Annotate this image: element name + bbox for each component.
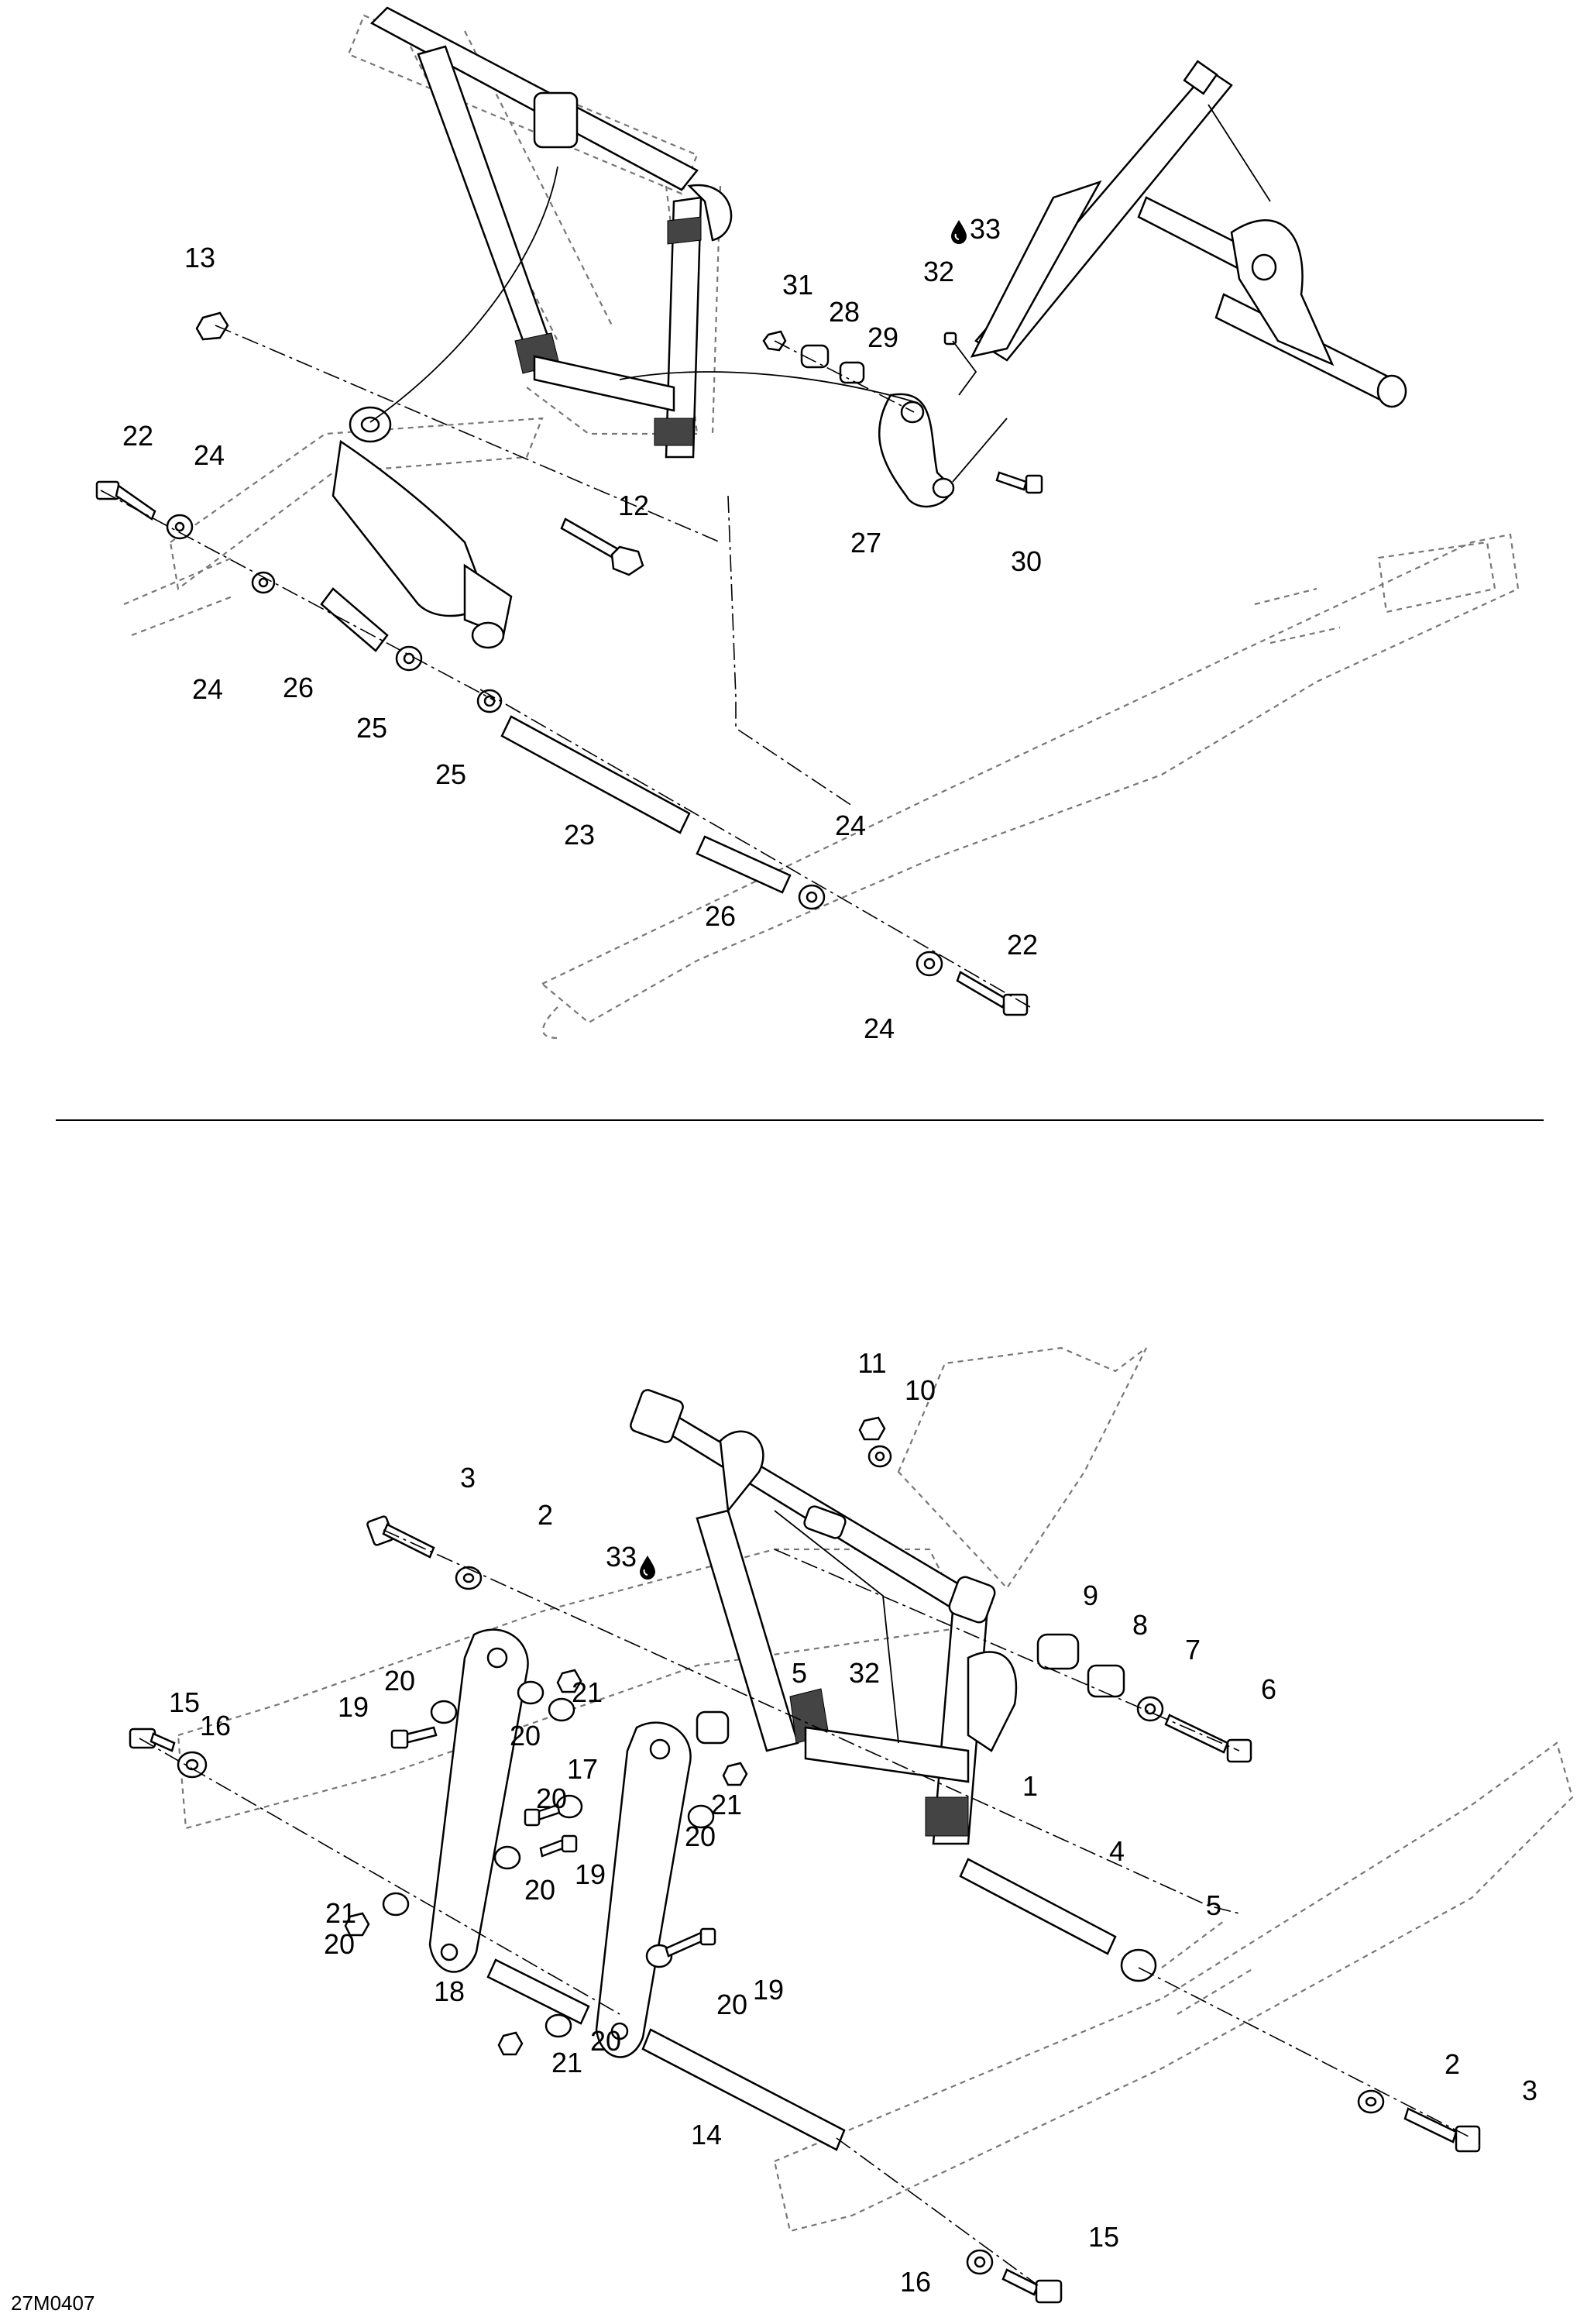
callout-5: 5 — [1206, 1889, 1221, 1921]
callout-26: 26 — [283, 672, 314, 703]
shock-absorber — [332, 406, 513, 649]
lower-ghost-frame — [177, 1346, 1574, 2233]
callout-20: 20 — [524, 1874, 555, 1906]
callout-20: 20 — [536, 1783, 567, 1814]
callout-19: 19 — [753, 1974, 784, 2006]
callout-10: 10 — [905, 1374, 936, 1406]
callout-17: 17 — [567, 1753, 598, 1785]
callout-21: 21 — [325, 1897, 356, 1929]
callout-15: 15 — [169, 1686, 200, 1718]
callout-23: 23 — [564, 819, 595, 851]
callout-29: 29 — [867, 321, 898, 353]
callout-25: 25 — [356, 712, 387, 744]
callout-21: 21 — [711, 1789, 742, 1820]
callout-3: 3 — [1522, 2075, 1537, 2106]
callout-20: 20 — [716, 1989, 747, 2020]
oil-drop-icon — [639, 1555, 656, 1580]
callout-20: 20 — [384, 1665, 415, 1697]
callout-26: 26 — [705, 900, 736, 932]
link-plates — [428, 1628, 692, 2058]
callout-7: 7 — [1185, 1634, 1201, 1666]
upper-hardware — [95, 311, 1043, 1016]
callout-33: 33 — [970, 213, 1001, 245]
callout-33: 33 — [606, 1541, 637, 1573]
upper-shock-cylinder — [970, 60, 1233, 362]
upper-assembly — [95, 6, 1520, 1040]
callout-13: 13 — [184, 242, 215, 273]
callout-21: 21 — [572, 1676, 603, 1708]
callout-31: 31 — [782, 269, 813, 301]
callout-18: 18 — [434, 1975, 465, 2007]
callout-16: 16 — [900, 2266, 931, 2298]
callout-27: 27 — [850, 527, 881, 559]
upper-center-lines — [100, 104, 1271, 1008]
callout-15: 15 — [1088, 2221, 1119, 2253]
rocker-arm — [878, 393, 955, 508]
callout-24: 24 — [192, 673, 223, 705]
lower-assembly — [129, 1346, 1574, 2304]
callout-25: 25 — [435, 758, 466, 790]
callout-5: 5 — [792, 1657, 807, 1689]
callout-20: 20 — [324, 1928, 355, 1960]
callout-12: 12 — [618, 490, 649, 521]
callout-24: 24 — [194, 439, 225, 471]
callout-9: 9 — [1083, 1580, 1098, 1611]
callout-3: 3 — [460, 1462, 476, 1494]
oil-drop-icon — [950, 219, 967, 245]
callout-20: 20 — [590, 2025, 621, 2057]
lower-suspension-frame — [630, 1389, 1018, 1845]
callout-11: 11 — [857, 1347, 886, 1379]
callout-4: 4 — [1109, 1835, 1125, 1867]
callout-30: 30 — [1011, 545, 1042, 577]
callout-16: 16 — [200, 1710, 231, 1741]
upper-suspension-frame — [369, 6, 733, 459]
plate-hardware — [344, 1669, 748, 2056]
lower-center-lines — [139, 1510, 1472, 2286]
callout-28: 28 — [829, 296, 860, 328]
callout-24: 24 — [864, 1012, 895, 1044]
callout-19: 19 — [575, 1858, 606, 1890]
callout-6: 6 — [1261, 1673, 1276, 1705]
callout-20: 20 — [685, 1820, 716, 1852]
callout-14: 14 — [691, 2119, 722, 2150]
callout-22: 22 — [122, 420, 153, 452]
upper-ghost-frame — [123, 14, 1520, 1040]
callout-32: 32 — [923, 256, 954, 287]
callout-20: 20 — [510, 1720, 541, 1752]
diagram-code: 27M0407 — [11, 2291, 94, 2315]
callout-8: 8 — [1132, 1609, 1148, 1641]
callout-22: 22 — [1007, 929, 1038, 961]
upper-bracket — [1137, 196, 1407, 408]
callout-19: 19 — [338, 1691, 369, 1723]
callout-21: 21 — [551, 2047, 582, 2078]
lower-hardware — [129, 1416, 1481, 2304]
callout-2: 2 — [538, 1499, 553, 1531]
callout-2: 2 — [1445, 2048, 1460, 2080]
callout-1: 1 — [1022, 1770, 1038, 1802]
callout-24: 24 — [835, 810, 866, 841]
callout-32: 32 — [849, 1657, 880, 1689]
